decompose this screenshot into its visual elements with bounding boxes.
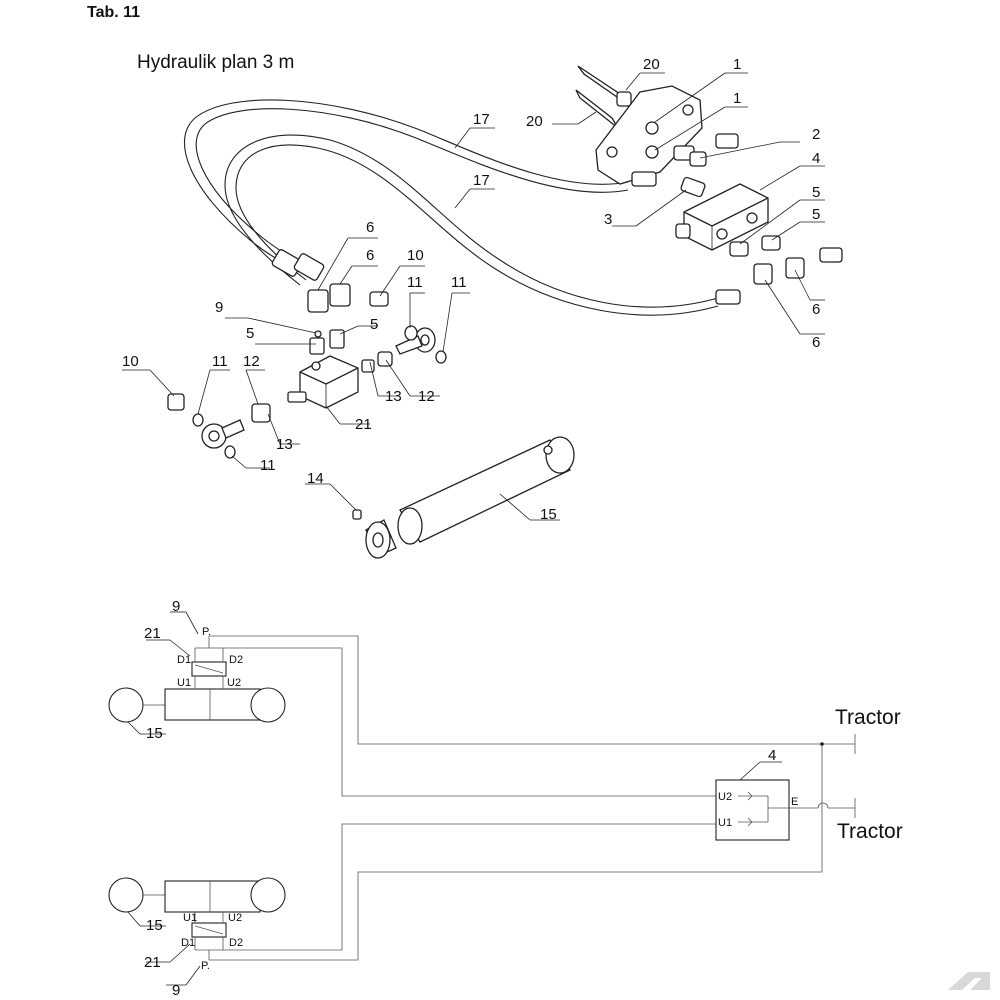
schematic-leaders-top xyxy=(127,611,199,735)
callout-21: 21 xyxy=(355,416,372,433)
callout-10-left: 10 xyxy=(122,353,139,370)
schematic-cylinder-bottom xyxy=(108,877,286,960)
schem-callout-15-bottom: 15 xyxy=(146,917,163,934)
hose-17-lower xyxy=(224,134,719,316)
banjo-fitting-left xyxy=(167,393,271,459)
schem-callout-4: 4 xyxy=(768,747,776,764)
tractor-label-bottom: Tractor xyxy=(837,820,903,843)
port-u2-bottom: U2 xyxy=(228,912,242,924)
callout-12-right: 12 xyxy=(418,388,435,405)
callout-12-left: 12 xyxy=(243,353,260,370)
schem-callout-9-bottom: 9 xyxy=(172,982,180,999)
valve-port-u2: U2 xyxy=(718,791,732,803)
port-d2-bottom: D2 xyxy=(229,937,243,949)
callout-3: 3 xyxy=(604,211,612,228)
drawing-title: Hydraulik plan 3 m xyxy=(137,52,294,73)
callout-11-left-b: 11 xyxy=(260,457,276,474)
port-d1-top: D1 xyxy=(177,654,191,666)
callout-20-lower: 20 xyxy=(526,113,543,130)
callout-17-upper: 17 xyxy=(473,111,490,128)
distributor-block-21 xyxy=(287,355,375,409)
schematic-valve-4 xyxy=(715,761,790,841)
valve-block-4 xyxy=(675,183,769,251)
callout-13-left: 13 xyxy=(276,436,293,453)
hydraulic-cylinder-15 xyxy=(365,436,575,559)
callout-1-upper: 1 xyxy=(733,56,741,73)
callout-2: 2 xyxy=(812,126,820,143)
callout-5-upper: 5 xyxy=(812,184,820,201)
schem-callout-21-bottom: 21 xyxy=(144,954,161,971)
port-u1-top: U1 xyxy=(177,677,191,689)
fittings-2 xyxy=(631,133,739,198)
mounting-bracket xyxy=(595,85,703,185)
schem-callout-21-top: 21 xyxy=(144,625,161,642)
callout-13-right: 13 xyxy=(385,388,402,405)
callout-17-lower: 17 xyxy=(473,172,490,189)
port-p-bottom: P. xyxy=(201,960,210,972)
hose-end-fittings-left xyxy=(271,249,325,281)
callout-10-right: 10 xyxy=(407,247,424,264)
callout-11-left-a: 11 xyxy=(212,353,228,370)
port-p-top: P. xyxy=(202,626,211,638)
table-number: Tab. 11 xyxy=(87,4,140,21)
schem-callout-15-top: 15 xyxy=(146,725,163,742)
port-u1-bottom: U1 xyxy=(183,912,197,924)
callout-6-left-upper: 6 xyxy=(366,219,374,236)
callout-15: 15 xyxy=(540,506,557,523)
valve-port-u1: U1 xyxy=(718,817,732,829)
brand-logo-mark xyxy=(948,972,990,990)
callout-6-right-lower: 6 xyxy=(812,334,820,351)
callout-11-right-a: 11 xyxy=(407,274,423,291)
hose-17-upper xyxy=(184,99,629,267)
tractor-label-top: Tractor xyxy=(835,706,901,729)
leader-lines xyxy=(122,72,825,521)
grease-nipple-14 xyxy=(352,509,362,520)
callout-6-right-upper: 6 xyxy=(812,301,820,318)
schematic-piping xyxy=(209,635,856,961)
schematic-cylinder-top xyxy=(108,636,286,723)
port-u2-top: U2 xyxy=(227,677,241,689)
schem-callout-9-top: 9 xyxy=(172,598,180,615)
port-d2-top: D2 xyxy=(229,654,243,666)
pin-20-lower xyxy=(575,89,619,129)
fittings-left-cluster xyxy=(307,283,389,355)
callout-20-upper: 20 xyxy=(643,56,660,73)
pin-20-upper xyxy=(577,65,632,107)
callout-1-lower: 1 xyxy=(733,90,741,107)
callout-5-lower: 5 xyxy=(812,206,820,223)
schematic-leaders-bottom xyxy=(127,911,201,986)
callout-14: 14 xyxy=(307,470,324,487)
callout-11-right-b: 11 xyxy=(451,274,467,291)
callout-9: 9 xyxy=(215,299,223,316)
banjo-fitting-right xyxy=(377,325,447,367)
callout-5-left-b: 5 xyxy=(370,316,378,333)
valve-port-e: E xyxy=(791,796,798,808)
callout-5-left-a: 5 xyxy=(246,325,254,342)
port-d1-bottom: D1 xyxy=(181,937,195,949)
callout-4: 4 xyxy=(812,150,820,167)
callout-6-left-lower: 6 xyxy=(366,247,374,264)
fittings-5-6-right xyxy=(715,235,843,305)
